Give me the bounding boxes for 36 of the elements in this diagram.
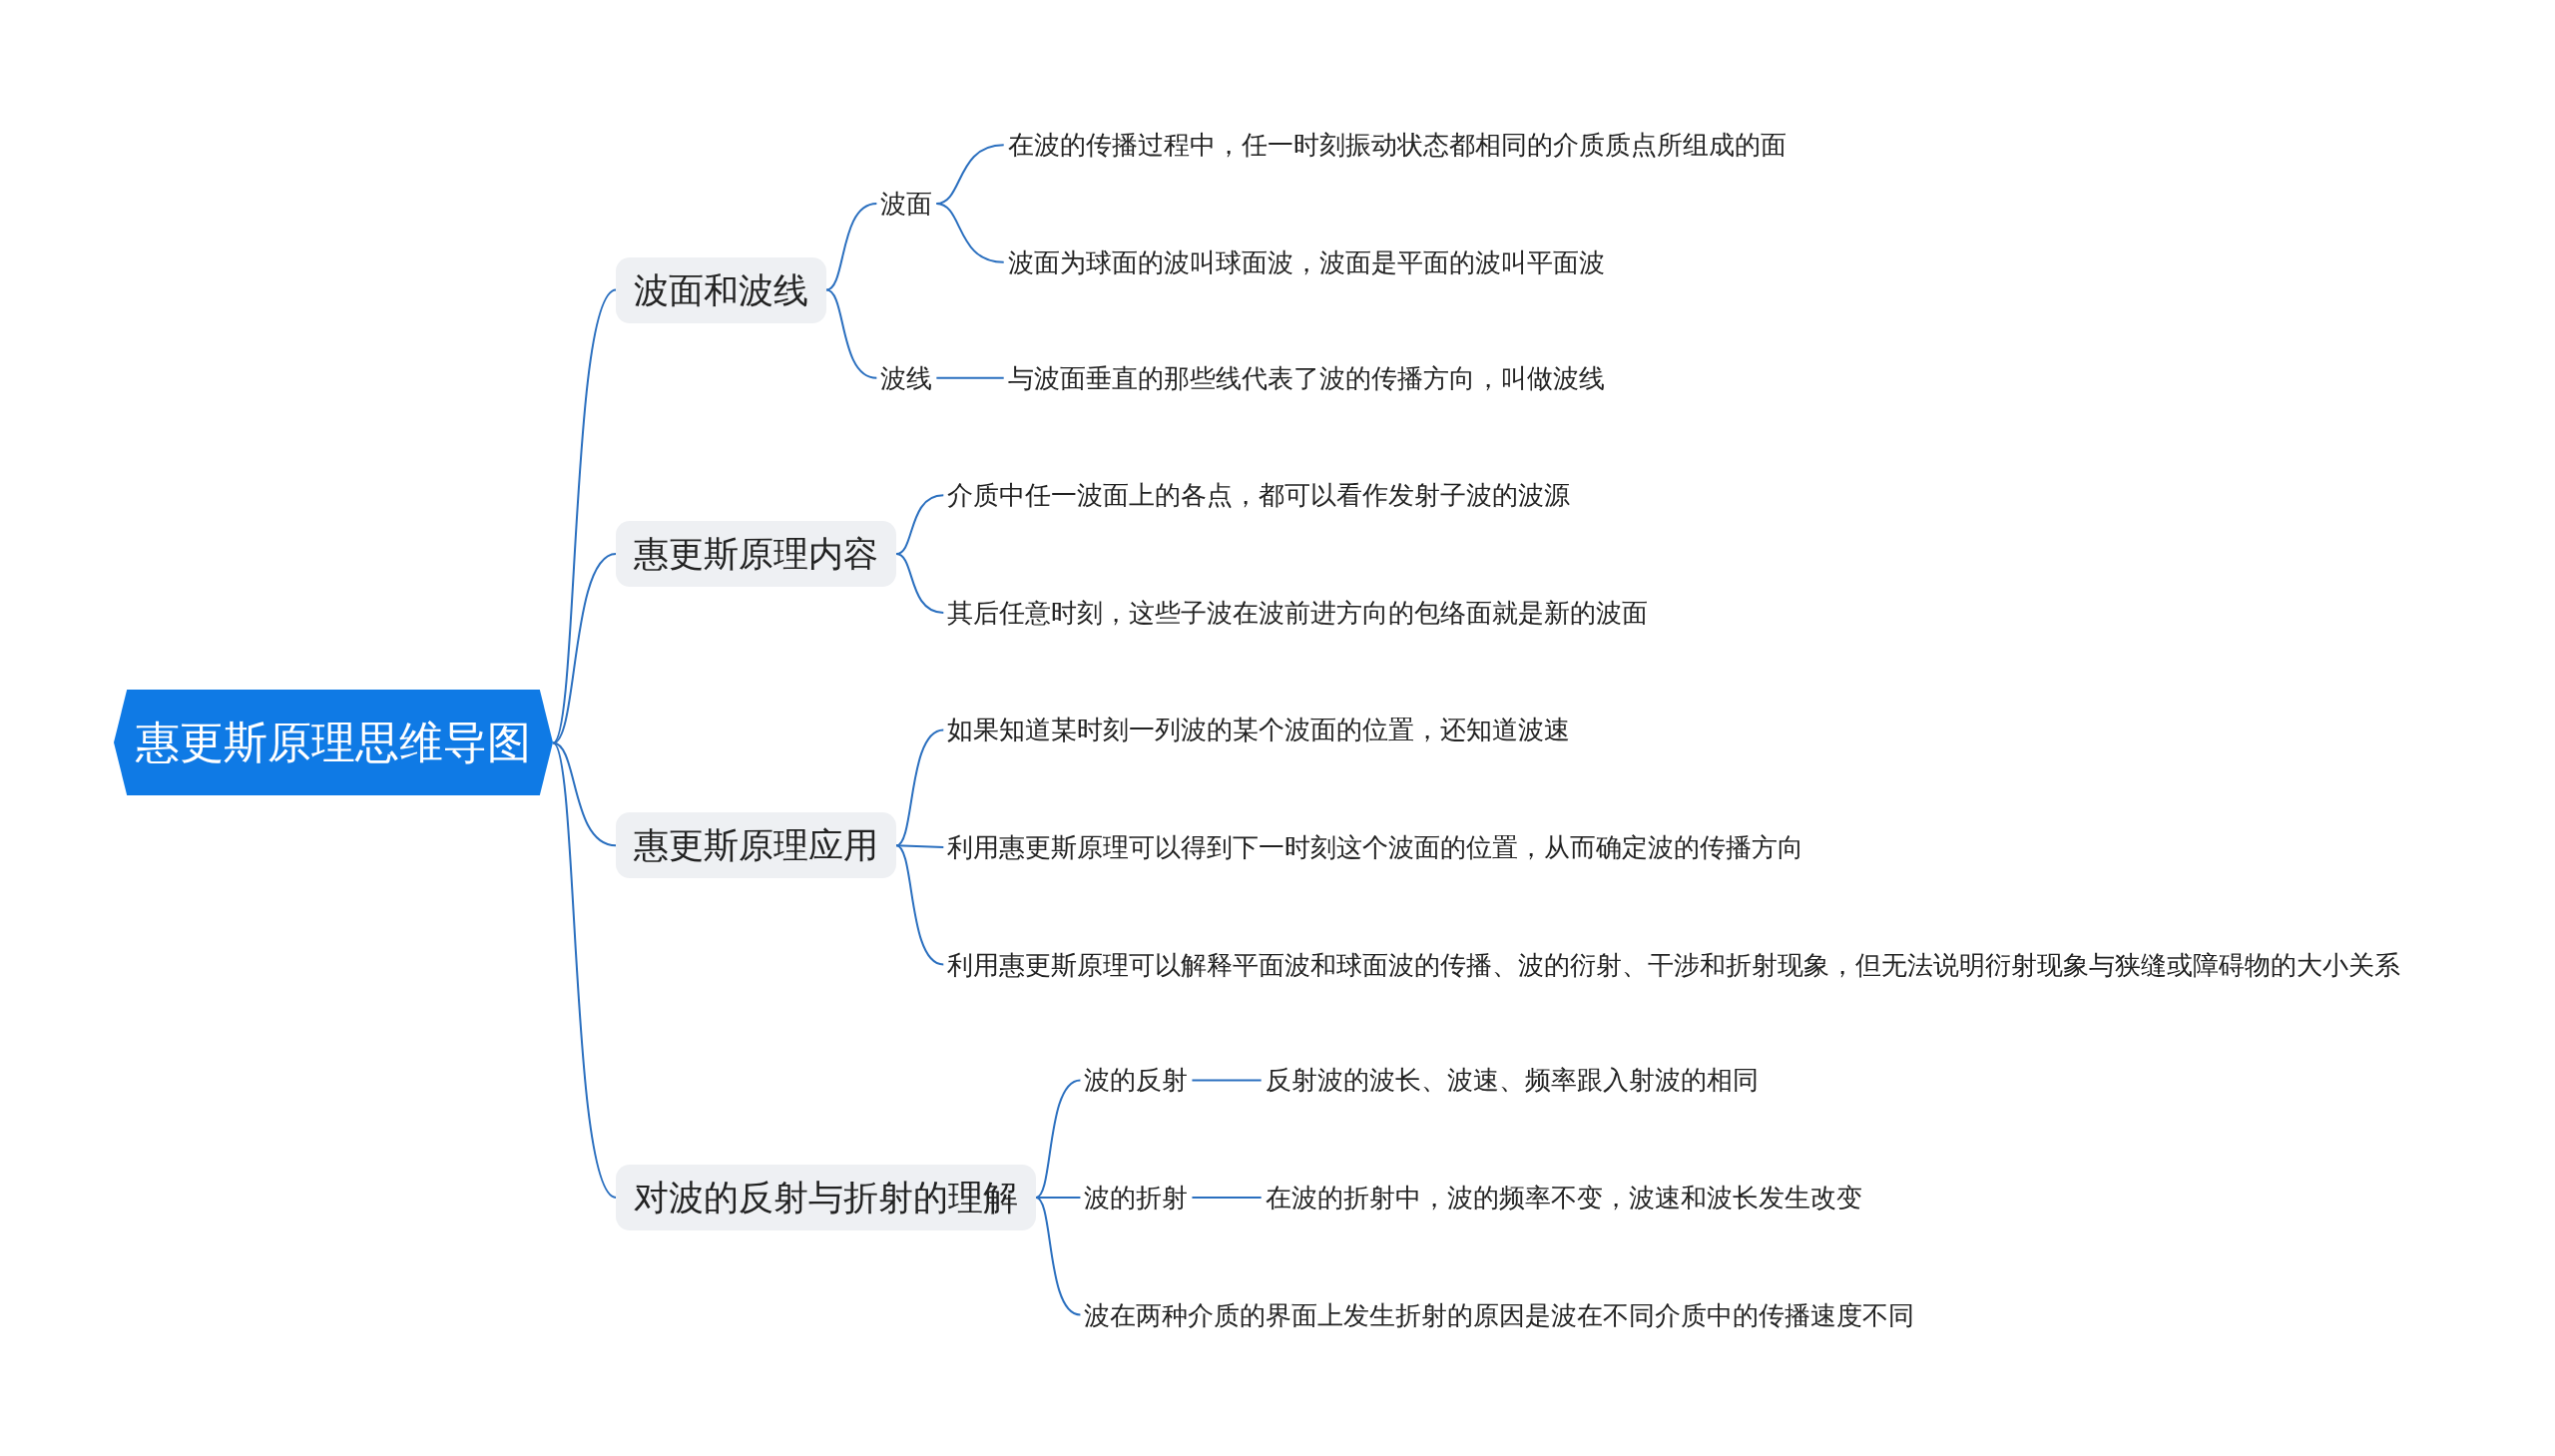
- branch-text: 波的反射: [1080, 1060, 1193, 1101]
- connector-line: [895, 728, 945, 847]
- branch-text: 在波的折射中，波的频率不变，波速和波长发生改变: [1261, 1178, 1866, 1217]
- connector-line: [1035, 1079, 1082, 1199]
- branch-text: 与波面垂直的那些线代表了波的传播方向，叫做波线: [1003, 357, 1609, 398]
- topic-box: 惠更斯原理内容: [616, 521, 897, 588]
- connector-line: [552, 741, 618, 1199]
- connector-line: [825, 288, 878, 379]
- branch-text: 波面为球面的波叫球面波，波面是平面的波叫平面波: [1003, 242, 1609, 282]
- central-topic: 惠更斯原理思维导图: [114, 690, 554, 796]
- connector-line: [552, 553, 618, 744]
- branch-text: 在波的传播过程中，任一时刻振动状态都相同的介质质点所组成的面: [1003, 125, 1790, 166]
- branch-text: 其后任意时刻，这些子波在波前进方向的包络面就是新的波面: [943, 592, 1653, 633]
- connector-line: [552, 288, 618, 744]
- connector-line: [895, 844, 945, 966]
- branch-text: 波的折射: [1080, 1178, 1193, 1217]
- connector-line: [825, 203, 878, 291]
- connector-line: [1191, 1197, 1263, 1199]
- topic-box: 波面和波线: [616, 256, 827, 323]
- connector-line: [895, 553, 945, 614]
- connector-line: [895, 844, 945, 848]
- connector-line: [935, 376, 1005, 379]
- branch-text: 波线: [876, 357, 937, 398]
- branch-text: 利用惠更斯原理可以得到下一时刻这个波面的位置，从而确定波的传播方向: [943, 826, 1808, 867]
- connector-line: [552, 741, 618, 847]
- connector-line: [935, 203, 1005, 263]
- branch-text: 介质中任一波面上的各点，都可以看作发射子波的波源: [943, 475, 1575, 516]
- branch-text: 波面: [876, 184, 937, 225]
- branch-text: 波在两种介质的界面上发生折射的原因是波在不同介质中的传播速度不同: [1080, 1294, 1919, 1335]
- branch-text: 如果知道某时刻一列波的某个波面的位置，还知道波速: [943, 710, 1575, 750]
- topic-box: 对波的反射与折射的理解: [616, 1165, 1037, 1230]
- connector-line: [1191, 1079, 1263, 1082]
- branch-text: 利用惠更斯原理可以解释平面波和球面波的传播、波的衍射、干涉和折射现象，但无法说明衍射现象与狭缝或障碍物的大小关系: [943, 944, 2405, 985]
- branch-text: 反射波的波长、波速、频率跟入射波的相同: [1261, 1060, 1763, 1101]
- topic-box: 惠更斯原理应用: [616, 812, 897, 879]
- connector-line: [1035, 1197, 1082, 1316]
